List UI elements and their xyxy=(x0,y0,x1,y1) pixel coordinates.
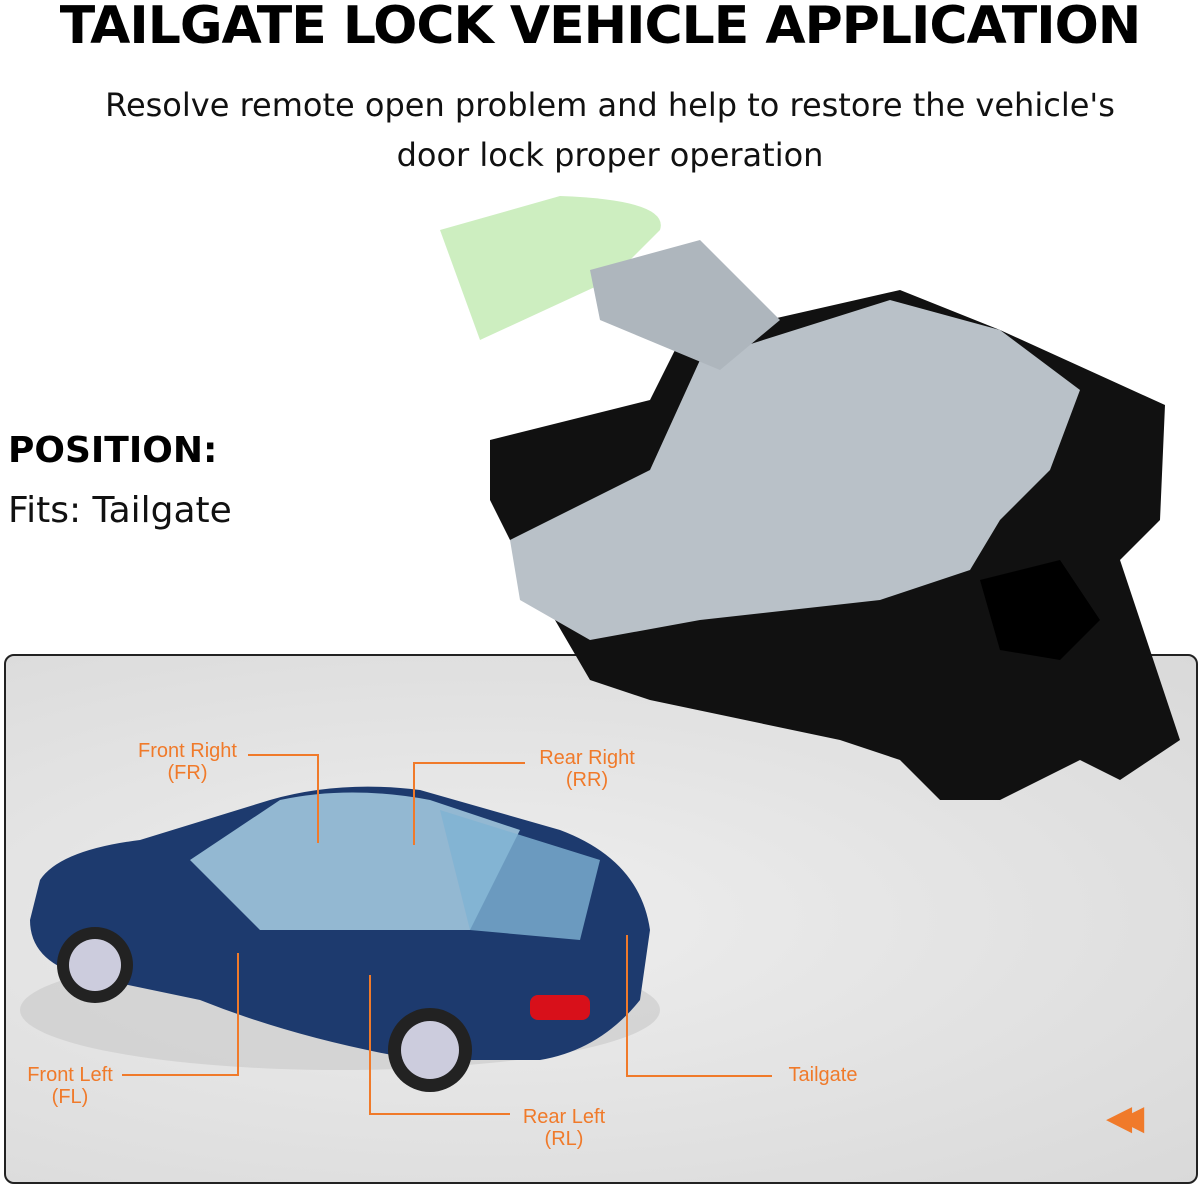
label-front-right: Front Right (FR) xyxy=(130,740,245,784)
subtitle: Resolve remote open problem and help to … xyxy=(105,86,1115,174)
label-abbr: (FR) xyxy=(167,762,208,784)
label-abbr: (RL) xyxy=(544,1128,584,1150)
label-tailgate: Tailgate xyxy=(778,1064,868,1086)
label-rear-right: Rear Right (RR) xyxy=(532,747,642,791)
double-chevron-left-icon[interactable]: ◀◀ xyxy=(1106,1099,1144,1137)
callout-lines xyxy=(122,754,772,1115)
label-text: Front Left xyxy=(27,1064,113,1086)
label-rear-left: Rear Left (RL) xyxy=(513,1106,615,1150)
position-heading: POSITION: xyxy=(8,430,218,471)
label-text: Tailgate xyxy=(788,1064,858,1086)
label-text: Rear Right xyxy=(539,747,635,769)
position-fits: Fits: Tailgate xyxy=(8,490,232,531)
car-illustration xyxy=(20,786,660,1092)
label-text: Rear Left xyxy=(522,1106,606,1128)
label-text: Front Right xyxy=(138,740,237,762)
page-title: TAILGATE LOCK VEHICLE APPLICATION xyxy=(59,0,1142,56)
tailgate-lock-illustration xyxy=(440,196,1180,800)
label-front-left: Front Left (FL) xyxy=(18,1064,122,1108)
label-abbr: (RR) xyxy=(565,769,609,791)
label-abbr: (FL) xyxy=(51,1086,89,1108)
